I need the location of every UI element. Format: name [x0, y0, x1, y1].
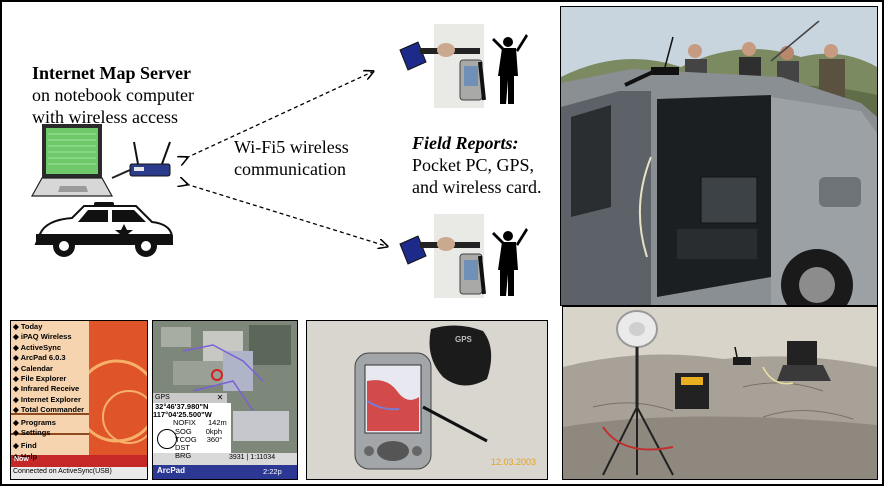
pocketpc-start-menu-screenshot: ◆ Today ◆ iPAQ Wireless ◆ ActiveSync ◆ A…	[10, 320, 148, 480]
menu-item-ipaq-wireless[interactable]: ◆ iPAQ Wireless	[13, 332, 72, 342]
menu-item-file-explorer[interactable]: ◆ File Explorer	[13, 374, 67, 384]
officer-silhouette-icon	[492, 228, 528, 296]
scale-readout: 3931 | 1:11034	[229, 454, 276, 461]
start-menu-list: ◆ Today ◆ iPAQ Wireless ◆ ActiveSync ◆ A…	[13, 322, 84, 462]
router-icon	[111, 141, 171, 179]
field-title: Field Reports:	[412, 133, 519, 153]
server-title: Internet Map Server	[32, 63, 191, 83]
arcpad-app-title[interactable]: ArcPad	[157, 466, 186, 475]
field-line-3: and wireless card.	[412, 177, 542, 197]
gps-latitude: 32°46'37.980"N	[155, 402, 209, 411]
wireless-links	[172, 62, 402, 262]
pda-icon	[354, 352, 432, 470]
tripod-antenna-photo	[562, 306, 878, 480]
photo-date-stamp: 12.03.2003	[491, 457, 537, 467]
menu-item-settings[interactable]: ◆ Settings	[13, 428, 51, 438]
menu-item-programs[interactable]: ◆ Programs	[13, 417, 56, 427]
link-arrow-upper	[186, 72, 372, 158]
gps-sog-label: SOG	[175, 426, 192, 436]
server-line-3: with wireless access	[32, 107, 178, 127]
menu-item-activesync[interactable]: ◆ ActiveSync	[13, 342, 62, 352]
ipaq-gps-photo: GPS 12.03.2003	[306, 320, 548, 480]
scale-right: 1:11034	[250, 454, 276, 461]
menu-item-calendar[interactable]: ◆ Calendar	[13, 363, 53, 373]
gps-receiver-icon	[429, 325, 492, 386]
arcpad-screenshot: GPS ✕ 32°46'37.980"N 117°04'25.500"W NOF…	[152, 320, 298, 480]
antenna-dish-icon	[616, 310, 658, 348]
menu-item-arcpad[interactable]: ◆ ArcPad 6.0.3	[13, 353, 66, 363]
close-icon[interactable]: ✕	[215, 393, 225, 403]
server-line-2: on notebook computer	[32, 85, 194, 105]
gps-device-label: GPS	[455, 335, 472, 344]
menu-item-infrared-receive[interactable]: ◆ Infrared Receive	[13, 384, 80, 394]
compass-icon	[157, 429, 177, 449]
scale-left: 3931	[229, 454, 245, 461]
router-icon	[733, 346, 751, 365]
laptop-router-illustration	[30, 124, 171, 197]
laptop-icon	[30, 124, 114, 197]
activesync-status: Connected on ActiveSync(USB)	[13, 468, 112, 475]
link-label: Wi-Fi5 wireless communication	[234, 136, 349, 180]
police-car-icon	[34, 202, 173, 257]
car-photo	[560, 6, 878, 306]
gps-dst-label: DST	[175, 443, 190, 453]
laptop-icon	[777, 341, 831, 381]
field-label: Field Reports: Pocket PC, GPS, and wirel…	[412, 132, 541, 198]
arcpad-clock: 2:22p	[263, 467, 282, 476]
gps-sog-value: 0kph	[205, 426, 223, 436]
menu-item-internet-explorer[interactable]: ◆ Internet Explorer	[13, 394, 81, 404]
link-line-2: communication	[234, 159, 346, 179]
server-label: Internet Map Server on notebook computer…	[32, 62, 194, 128]
link-line-1: Wi-Fi5 wireless	[234, 137, 349, 157]
gps-panel-title: GPS	[153, 393, 227, 403]
gps-tcog-label: TCOG	[175, 434, 197, 444]
wireless-card-icon	[399, 41, 427, 71]
field-line-2: Pocket PC, GPS,	[412, 155, 535, 175]
menu-item-total-commander[interactable]: ◆ Total Commander	[13, 405, 85, 415]
menu-item-find[interactable]: ◆ Find	[13, 441, 37, 451]
gps-longitude: 117°04'25.500"W	[153, 410, 212, 420]
wireless-card-icon	[399, 235, 427, 265]
gps-altitude: 142m	[208, 418, 227, 428]
gps-tcog-value: 360°	[206, 434, 223, 444]
menu-item-help[interactable]: ◆ Help	[13, 451, 38, 461]
gps-brg-label: BRG	[175, 451, 192, 461]
menu-item-today[interactable]: ◆ Today	[13, 322, 43, 331]
gps-fix-status: NOFIX	[173, 418, 196, 428]
officer-silhouette-icon	[492, 34, 528, 104]
field-unit-bottom	[390, 214, 530, 298]
link-arrow-lower	[186, 184, 386, 246]
start-now-label[interactable]: Now	[14, 456, 29, 463]
field-unit-top	[390, 24, 530, 108]
